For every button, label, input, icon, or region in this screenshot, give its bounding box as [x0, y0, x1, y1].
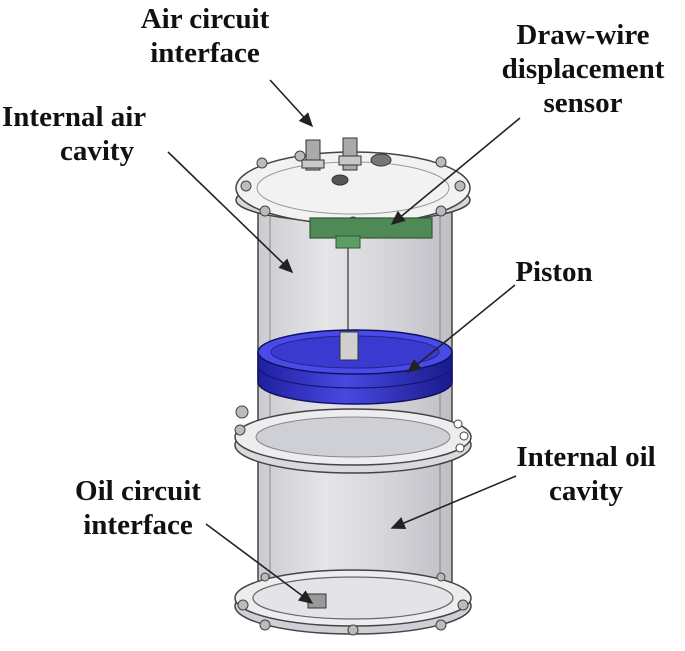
leader-lines — [167, 79, 521, 604]
bolt-head — [435, 619, 447, 631]
label-air-circuit-interface: Air circuit interface — [100, 2, 310, 70]
bolt-head — [436, 572, 446, 582]
label-line: cavity — [60, 135, 135, 167]
bolt-head — [459, 431, 469, 441]
label-piston: Piston — [484, 255, 624, 289]
arrow-air-circuit — [269, 79, 314, 128]
arrow-oil-circuit — [205, 523, 314, 604]
label-oil-circuit-interface: Oil circuit interface — [28, 474, 248, 542]
arrow-internal-oil — [390, 475, 517, 529]
label-line: Internal air — [2, 101, 147, 133]
piston — [257, 329, 453, 405]
bolt-head — [235, 405, 249, 419]
label-line: Piston — [515, 256, 593, 288]
label-line: Draw-wire — [516, 19, 650, 51]
label-internal-oil-cavity: Internal oil cavity — [486, 440, 685, 508]
label-draw-wire-sensor: Draw-wire displacement sensor — [478, 18, 685, 120]
bolt-head — [260, 572, 270, 582]
bolt-head — [234, 424, 246, 436]
bolt-head — [435, 156, 447, 168]
bolt-head — [256, 157, 268, 169]
bolt-head — [455, 443, 465, 453]
bottom-flange — [234, 569, 472, 636]
bolt-head — [237, 599, 249, 611]
bolt-head — [259, 205, 271, 217]
label-line: interface — [150, 37, 260, 69]
air-fittings — [301, 137, 392, 186]
label-line: Air circuit — [140, 3, 270, 35]
arrow-draw-wire — [390, 117, 521, 226]
label-line: interface — [83, 509, 193, 541]
arrow-piston — [406, 284, 516, 374]
label-internal-air-cavity: Internal air cavity — [2, 100, 192, 168]
bolt-head — [294, 150, 306, 162]
bolt-head — [259, 619, 271, 631]
top-flange — [235, 150, 471, 228]
bolt-head — [435, 205, 447, 217]
label-line: cavity — [548, 475, 624, 507]
bolt-head — [453, 419, 463, 429]
label-line: sensor — [543, 87, 623, 119]
label-line: Oil circuit — [75, 475, 201, 507]
label-line: Internal oil — [516, 441, 656, 473]
bolt-head — [454, 180, 466, 192]
bolt-head — [347, 624, 359, 636]
bolt-head — [240, 180, 252, 192]
bolt-head — [457, 599, 469, 611]
label-line: displacement — [501, 53, 665, 85]
middle-flange — [234, 405, 472, 474]
arrow-internal-air — [167, 151, 294, 274]
